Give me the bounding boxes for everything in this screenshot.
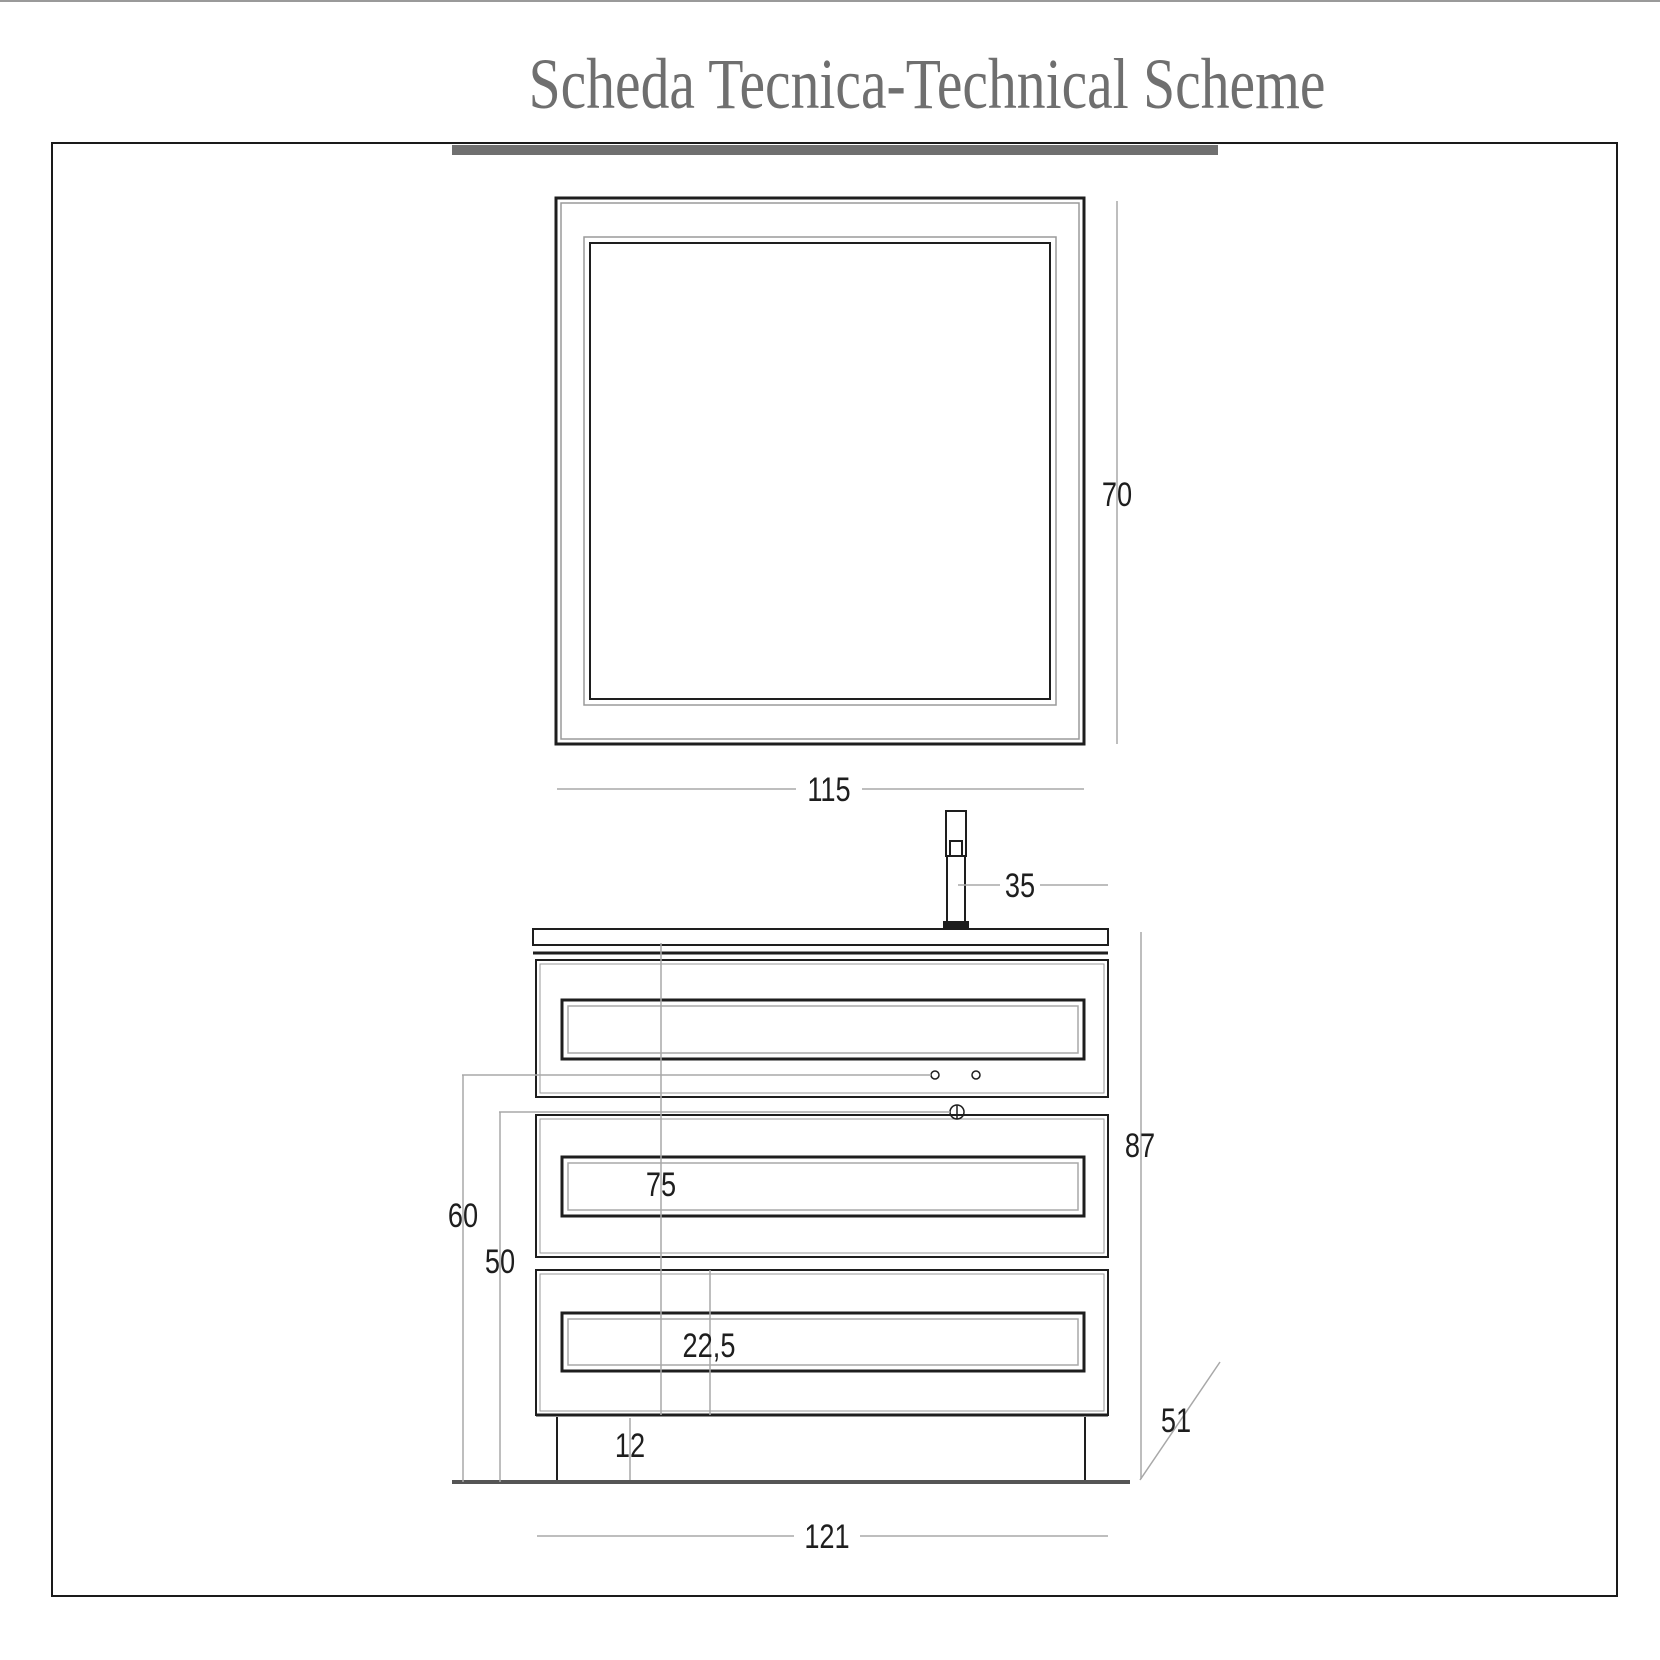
water-inlet-cold [971,1070,981,1080]
upper-height-label: 75 [646,1165,676,1204]
top-rule [0,0,1660,2]
drawer-bottom-inner-edge [539,1273,1105,1412]
mirror-height-label: 70 [1102,475,1132,514]
title-underline [452,145,1218,155]
faucet-height-label: 35 [1005,866,1035,905]
cabinet-width-label: 121 [804,1517,849,1556]
mirror-glass-panel-inner [589,242,1051,700]
mirror-outer-frame [554,196,1086,746]
drawer-top-inner-edge [539,963,1105,1094]
faucet-base [943,921,969,929]
basin-top [532,928,1109,946]
inlet-height-60-label: 60 [448,1196,478,1235]
mirror-outer-frame-inner-edge [560,202,1080,740]
drawing-frame [51,142,1618,1597]
cabinet [532,928,1109,1480]
mirror [554,196,1086,746]
mirror-width-label: 115 [807,770,850,809]
drawer-middle [535,1114,1109,1258]
water-inlet-hot [930,1070,940,1080]
drawer-top-panel-inner [567,1005,1079,1054]
drawer-middle-panel [560,1155,1086,1218]
drawer-bottom-panel [560,1311,1086,1373]
drawer-bottom-panel-inner [567,1318,1079,1366]
lower-height-label: 22,5 [683,1326,736,1365]
inlet-height-50-label: 50 [485,1242,515,1281]
foot-height-label: 12 [615,1426,645,1465]
depth-label: 51 [1161,1401,1191,1440]
drawer-bottom [535,1269,1109,1416]
drawer-middle-panel-inner [567,1162,1079,1211]
mirror-glass-panel [583,236,1057,706]
cabinet-height-label: 87 [1125,1126,1155,1165]
drawer-top-panel [560,998,1086,1061]
drawer-top [535,959,1109,1098]
faucet-body [946,855,966,923]
faucet [943,810,969,929]
drawer-middle-inner-edge [539,1118,1105,1254]
faucet-spout-outlet [949,840,963,857]
depth-dim-line [1139,1361,1221,1481]
